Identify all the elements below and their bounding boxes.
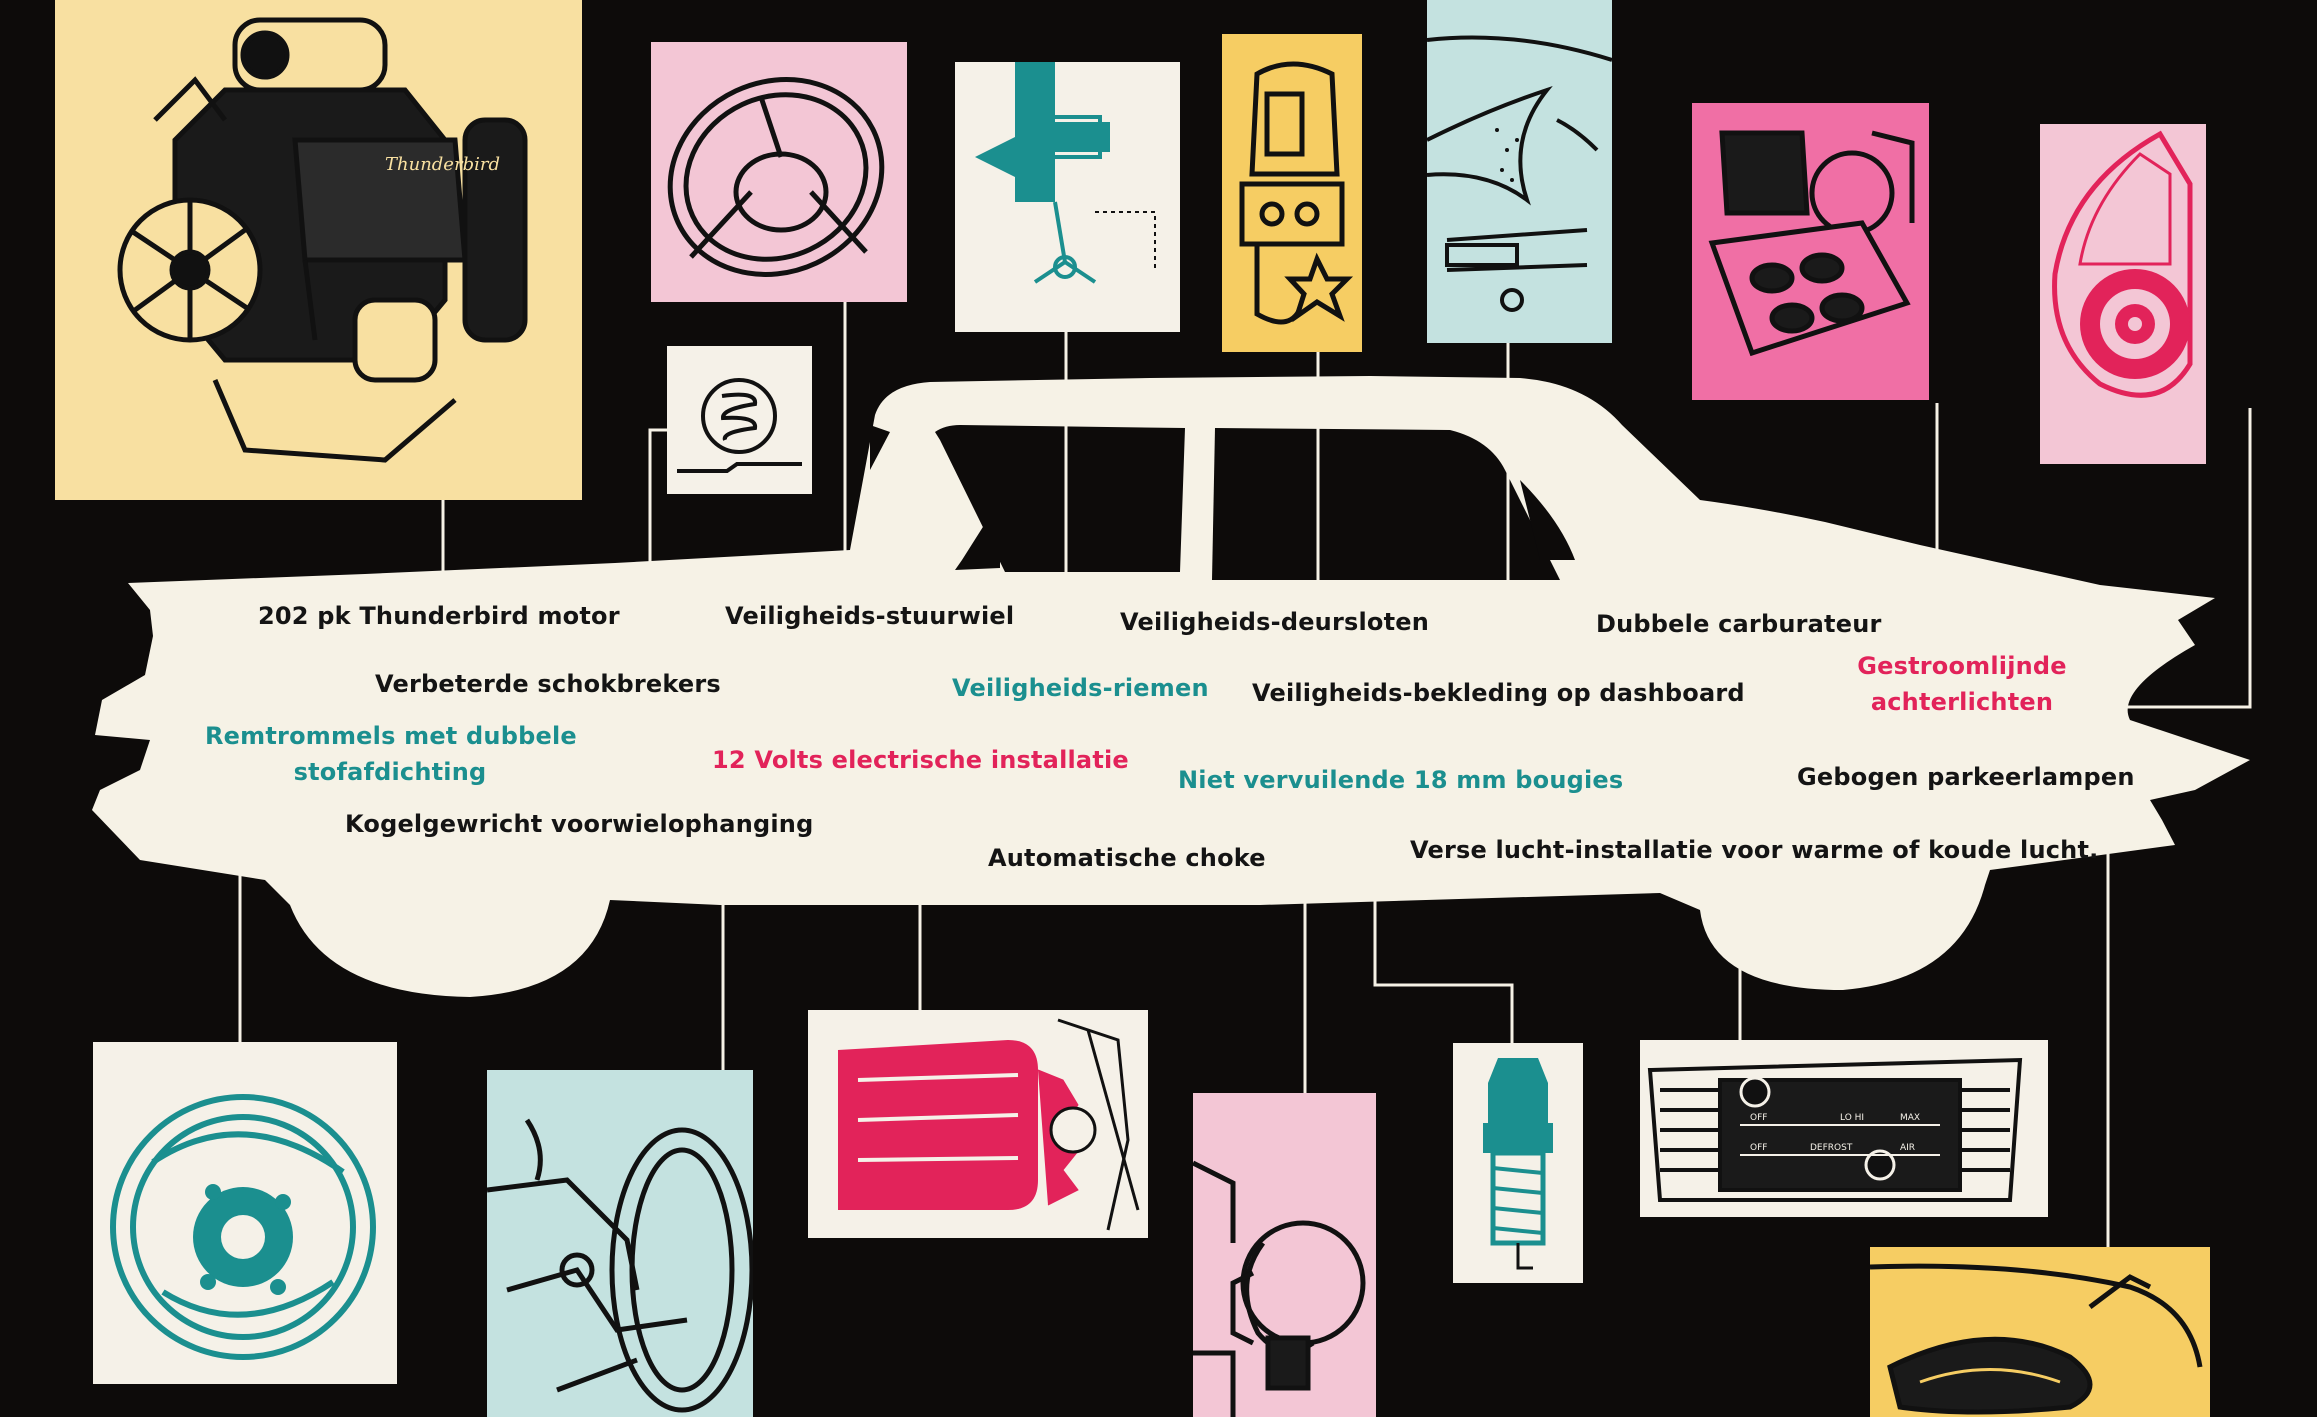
label-volts: 12 Volts electrische installatie: [712, 746, 1129, 774]
label-stuurwiel: Veiligheids-stuurwiel: [725, 602, 1015, 630]
svg-text:OFF: OFF: [1750, 1113, 1767, 1123]
label-kogelgewricht: Kogelgewricht voorwielophanging: [345, 810, 814, 838]
generator-panel: [808, 1010, 1148, 1238]
generator-icon: [838, 1018, 1140, 1231]
label-deursloten: Veiligheids-deursloten: [1120, 608, 1430, 636]
tail-light-panel: [2040, 124, 2206, 464]
seat-belt-panel: [955, 62, 1180, 332]
suspension-icon: [487, 1118, 753, 1413]
door-lock-icon: [1239, 61, 1354, 325]
suspension-panel: [487, 1070, 753, 1417]
choke-panel: [1193, 1093, 1376, 1417]
shock-absorber-panel: [667, 346, 812, 494]
label-remtrommels-line1: Remtrommels met dubbele: [205, 722, 577, 750]
carburetor-panel: [1692, 103, 1929, 400]
label-schokbrekers: Verbeterde schokbrekers: [375, 670, 721, 698]
door-lock-panel: [1222, 34, 1362, 352]
svg-text:AIR: AIR: [1900, 1143, 1915, 1153]
coil-spring-icon: [677, 378, 802, 473]
svg-text:DEFROST: DEFROST: [1810, 1143, 1853, 1153]
steering-wheel-panel: [651, 42, 907, 302]
svg-text:OFF: OFF: [1750, 1143, 1767, 1153]
label-carburateur: Dubbele carburateur: [1596, 610, 1882, 638]
label-bekleding: Veiligheids-bekleding op dashboard: [1252, 679, 1745, 707]
label-choke: Automatische choke: [988, 844, 1266, 872]
svg-text:Thunderbird: Thunderbird: [385, 154, 500, 175]
parking-lamp-icon: [1870, 1263, 2203, 1415]
svg-text:LO HI: LO HI: [1840, 1113, 1864, 1123]
parking-lamp-panel: [1870, 1247, 2210, 1417]
label-remtrommels: Remtrommels met dubbele stofafdichting: [205, 718, 577, 790]
steering-wheel-icon: [667, 77, 885, 277]
spark-plug-panel: [1453, 1043, 1583, 1283]
svg-text:MAX: MAX: [1900, 1113, 1920, 1123]
brake-drum-panel: [93, 1042, 397, 1384]
label-remtrommels-line2: stofafdichting: [293, 758, 487, 786]
tail-light-icon: [2052, 130, 2193, 398]
label-parkeerlampen: Gebogen parkeerlampen: [1797, 763, 2135, 791]
label-thunderbird-motor: 202 pk Thunderbird motor: [258, 602, 620, 630]
engine-panel: Thunderbird: [55, 0, 582, 500]
seat-belt-icon: [975, 62, 1156, 284]
label-achterlichten: Gestroomlijnde achterlichten: [1842, 648, 2082, 720]
choke-icon: [1193, 1160, 1366, 1417]
carburetor-icon: [1708, 130, 1915, 357]
dashboard-icon: [1427, 35, 1612, 312]
heater-control-icon: OFF LO HI MAX OFF DEFROST AIR: [1647, 1057, 2023, 1202]
dashboard-panel: [1427, 0, 1612, 343]
heater-control-panel: OFF LO HI MAX OFF DEFROST AIR: [1640, 1040, 2048, 1217]
label-achterlichten-line1: Gestroomlijnde: [1857, 652, 2067, 680]
brake-drum-icon: [110, 1094, 376, 1360]
spark-plug-icon: [1483, 1058, 1553, 1270]
label-bougies: Niet vervuilende 18 mm bougies: [1178, 766, 1624, 794]
engine-icon: Thunderbird: [117, 17, 528, 463]
label-achterlichten-line2: achterlichten: [1870, 688, 2054, 716]
label-riemen: Veiligheids-riemen: [952, 674, 1209, 702]
label-verse-lucht: Verse lucht-installatie voor warme of ko…: [1410, 836, 2099, 864]
